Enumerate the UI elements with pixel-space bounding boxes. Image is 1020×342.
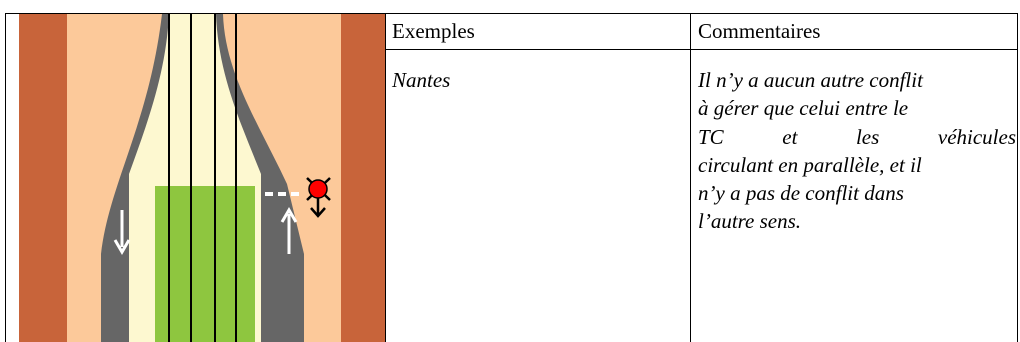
tram-green-lane xyxy=(155,186,255,342)
comment-text: Il n’y a aucun autre conflit à gérer que… xyxy=(698,66,1016,236)
comment-line: à gérer que celui entre le xyxy=(698,96,909,121)
table-border-top xyxy=(5,13,1017,14)
header-examples: Exemples xyxy=(392,19,475,43)
arrow-up-icon xyxy=(280,207,298,254)
table-border-right xyxy=(1017,13,1018,342)
comment-line: l’autre sens. xyxy=(698,209,802,234)
sidewalk-right xyxy=(341,14,385,342)
header-comments: Commentaires xyxy=(698,19,821,43)
column-divider-2 xyxy=(690,13,691,342)
sidewalk-left xyxy=(19,14,67,342)
comment-line: Il n’y a aucun autre conflit xyxy=(698,68,923,92)
traffic-signal-icon xyxy=(306,177,331,218)
comment-line: circulant en parallèle, et il xyxy=(698,152,922,177)
example-name: Nantes xyxy=(392,68,451,92)
comment-line: TC et les véhicules xyxy=(698,124,1016,149)
arrow-down-icon xyxy=(113,210,131,255)
comment-line: n’y a pas de conflit dans xyxy=(698,181,904,206)
table-border-left xyxy=(5,13,6,342)
header-row-divider xyxy=(385,49,1018,50)
column-divider-1 xyxy=(385,13,386,342)
road-layout-diagram xyxy=(19,14,385,342)
